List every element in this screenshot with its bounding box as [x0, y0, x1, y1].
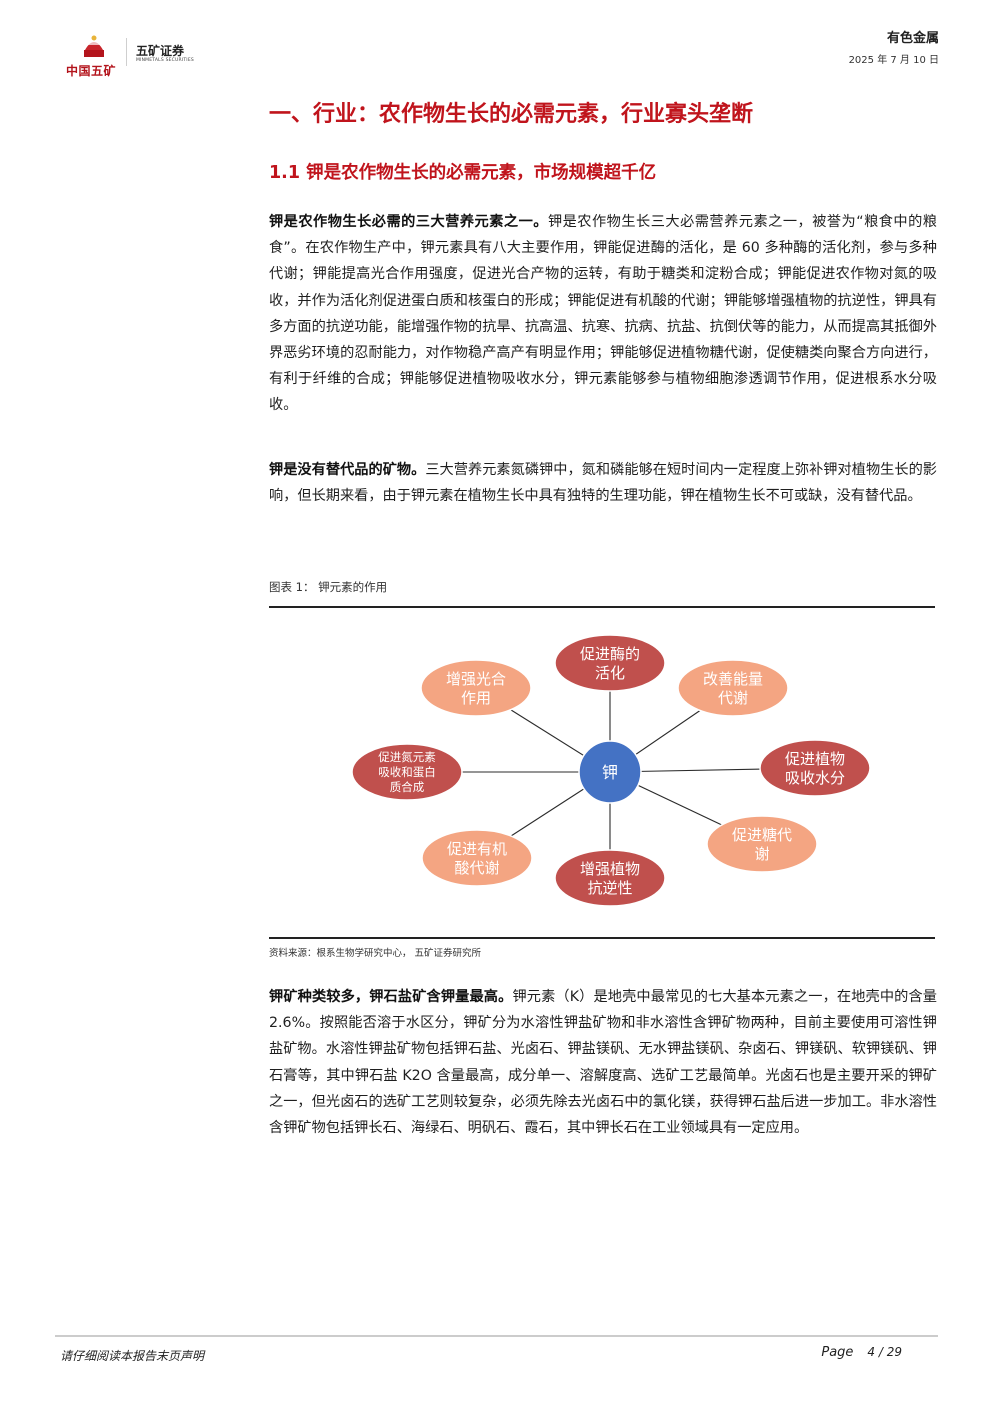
role-node-ellipse — [554, 634, 666, 692]
role-node-ellipse — [420, 659, 532, 717]
role-node-label: 促进糖代 — [732, 826, 792, 844]
figure-title: 图表 1： 钾元素的作用 — [269, 580, 388, 594]
role-node-label: 增强植物 — [580, 860, 640, 878]
role-node-label: 改善能量 — [703, 670, 763, 688]
potassium-role-diagram: 促进酶的活化改善能量代谢促进植物吸收水分促进糖代谢增强植物抗逆性促进有机酸代谢促… — [351, 634, 871, 907]
page-number: 4 / 29 — [867, 1345, 902, 1359]
paragraph-potassium-nutrient: 钾是农作物生长必需的三大营养元素之一。钾是农作物生长三大必需营养元素之一，被誉为… — [269, 209, 937, 419]
role-node-label: 质合成 — [390, 780, 425, 794]
role-node-label: 代谢 — [718, 689, 748, 707]
report-date: 2025 年 7 月 10 日 — [848, 55, 939, 66]
role-node-label: 抗逆性 — [587, 879, 632, 897]
role-node-label: 活化 — [595, 664, 625, 682]
role-node-ellipse — [351, 743, 463, 801]
role-node-label: 增强光合 — [446, 670, 506, 688]
role-node-ellipse — [677, 659, 789, 717]
role-node-label: 促进有机 — [447, 840, 507, 858]
center-node — [578, 740, 642, 804]
figure-top-rule — [269, 606, 935, 608]
footer-disclaimer: 请仔细阅读本报告末页声明 — [60, 1349, 205, 1363]
minmetals-emblem-icon — [84, 35, 104, 57]
logo-divider — [126, 38, 127, 66]
page-label: Page — [821, 1345, 854, 1360]
report-category: 有色金属 — [886, 31, 939, 46]
company-logo: 中国五矿 五矿证券 MINMETALS SECURITIES — [64, 32, 204, 80]
role-node-label: 促进植物 — [785, 750, 845, 768]
role-node: 促进酶的活化 — [554, 634, 666, 692]
role-node-ellipse — [421, 829, 533, 887]
figure-source: 资料来源：根系生物学研究中心， 五矿证券研究所 — [269, 948, 482, 959]
role-node-label: 吸收水分 — [785, 769, 845, 787]
role-node-label: 促进酶的 — [580, 645, 640, 663]
logo-chinese-name: 中国五矿 — [66, 64, 117, 78]
paragraph-no-substitute: 钾是没有替代品的矿物。三大营养元素氮磷钾中，氮和磷能够在短时间内一定程度上弥补钾… — [269, 457, 937, 509]
role-node-label: 谢 — [754, 845, 769, 863]
role-node-ellipse — [706, 815, 818, 873]
center-node-label: 钾 — [602, 763, 618, 782]
footer-rule — [55, 1335, 938, 1337]
role-node-ellipse — [759, 739, 871, 797]
paragraph-potash-ore-types: 钾矿种类较多，钾石盐矿含钾量最高。钾元素（K）是地壳中最常见的七大基本元素之一，… — [269, 984, 937, 1141]
paragraph-body: 三大营养元素氮磷钾中，氮和磷能够在短时间内一定程度上弥补钾对植物生长的影响，但长… — [269, 462, 937, 505]
paragraph-lead: 钾矿种类较多，钾石盐矿含钾量最高。 — [269, 989, 513, 1005]
role-node: 促进植物吸收水分 — [759, 739, 871, 797]
paragraph-lead: 钾是农作物生长必需的三大营养元素之一。 — [269, 214, 548, 230]
role-node-label: 酸代谢 — [454, 859, 499, 877]
logo-brand-name: 五矿证券 — [136, 44, 185, 58]
role-node-label: 吸收和蛋白 — [378, 765, 436, 779]
role-node-ellipse — [554, 849, 666, 907]
page-indicator: Page 4 / 29 — [821, 1345, 902, 1360]
paragraph-lead: 钾是没有替代品的矿物。 — [269, 462, 426, 478]
role-node-label: 促进氮元素 — [378, 750, 436, 764]
figure-bottom-rule — [269, 937, 935, 939]
paragraph-body: 钾元素（K）是地壳中最常见的七大基本元素之一，在地壳中的含量2.6%。按照能否溶… — [269, 989, 937, 1137]
role-node-label: 作用 — [461, 689, 491, 707]
subsection-heading: 1.1 钾是农作物生长的必需元素，市场规模超千亿 — [269, 163, 657, 183]
section-heading: 一、行业：农作物生长的必需元素，行业寡头垄断 — [269, 102, 754, 127]
paragraph-body: 钾是农作物生长三大必需营养元素之一，被誉为“粮食中的粮食”。在农作物生产中，钾元… — [269, 214, 937, 414]
logo-brand-english: MINMETALS SECURITIES — [136, 58, 194, 63]
